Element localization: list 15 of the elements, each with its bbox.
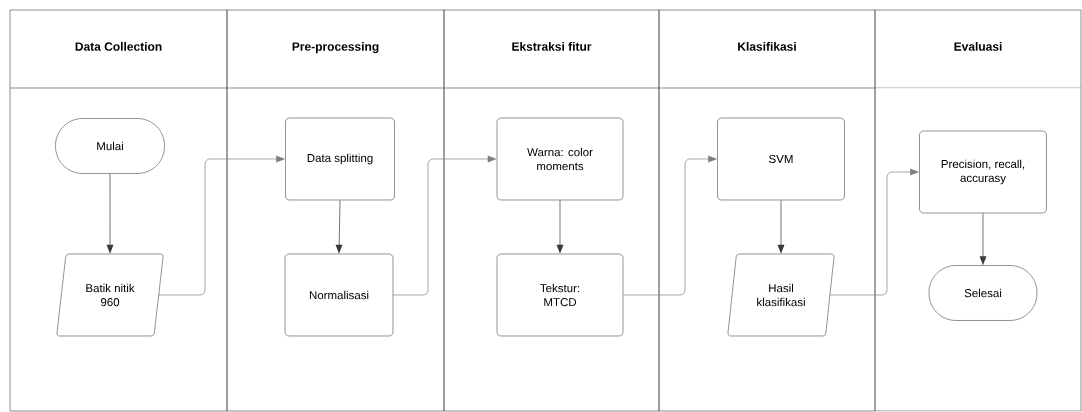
process-box: Data splitting — [285, 117, 395, 201]
process-box: Tekstur: MTCD — [496, 253, 624, 337]
arrow — [979, 212, 987, 266]
arrow — [829, 168, 920, 296]
arrow — [335, 199, 343, 254]
arrow — [622, 155, 718, 296]
process-box: Warna: color moments — [496, 117, 624, 201]
arrow — [106, 173, 114, 254]
process-box: Precision, recall, accurasy — [919, 130, 1047, 214]
process-box: SVM — [717, 117, 845, 201]
arrow — [556, 199, 564, 254]
arrow — [392, 155, 497, 296]
process-box: Normalisasi — [284, 253, 394, 337]
arrow — [158, 155, 286, 296]
arrow — [777, 199, 785, 254]
